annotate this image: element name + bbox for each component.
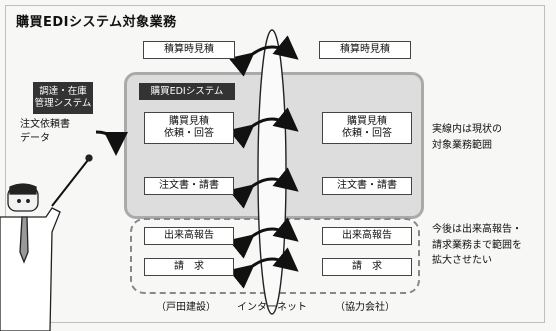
exchange-arrow-billing — [228, 247, 299, 289]
data-flow-arrow — [95, 130, 128, 156]
diagram-frame — [5, 5, 545, 323]
exchange-arrow-order — [228, 167, 299, 209]
pointer-stick — [51, 159, 89, 207]
estimate-left-box: 積算時見積 — [143, 41, 235, 59]
estimate-right-box: 積算時見積 — [319, 41, 411, 59]
billing-right-box: 請 求 — [322, 258, 412, 276]
billing-left-box: 請 求 — [144, 258, 234, 276]
presenter-hair — [9, 183, 37, 195]
company-right-label: （協力会社） — [335, 302, 395, 313]
exchange-arrow-completion — [228, 217, 299, 259]
quote-left-box: 購買見積 依頼・回答 — [144, 112, 234, 144]
current-scope-note: 実線内は現状の 対象業務範囲 — [432, 124, 502, 151]
future-scope-note: 今後は出来高報告・ 請求業務まで範囲を 拡大させたい — [432, 224, 522, 266]
legacy-system-box: 調達・在庫 管理システム — [33, 82, 93, 114]
exchange-arrows — [228, 35, 299, 289]
quote-right-box: 購買見積 依頼・回答 — [322, 112, 412, 144]
edi-system-label: 購買EDIシステム — [139, 83, 235, 100]
order-right-box: 注文書・請書 — [322, 177, 412, 195]
exchange-arrow-estimate — [228, 35, 299, 77]
diagram-title: 購買EDIシステム対象業務 — [16, 15, 177, 30]
order-request-data-label: 注文依頼書 データ — [20, 119, 70, 144]
presenter-body — [0, 207, 61, 331]
pointer-tip — [85, 154, 93, 162]
order-left-box: 注文書・請書 — [144, 177, 234, 195]
completion-left-box: 出来高報告 — [144, 227, 234, 245]
completion-right-box: 出来高報告 — [322, 227, 412, 245]
presenter-tie — [19, 216, 29, 264]
presenter-icon — [0, 154, 93, 331]
company-left-label: （戸田建設） — [156, 302, 216, 313]
internet-label: インターネット — [237, 302, 307, 313]
exchange-arrow-quote — [228, 107, 299, 149]
